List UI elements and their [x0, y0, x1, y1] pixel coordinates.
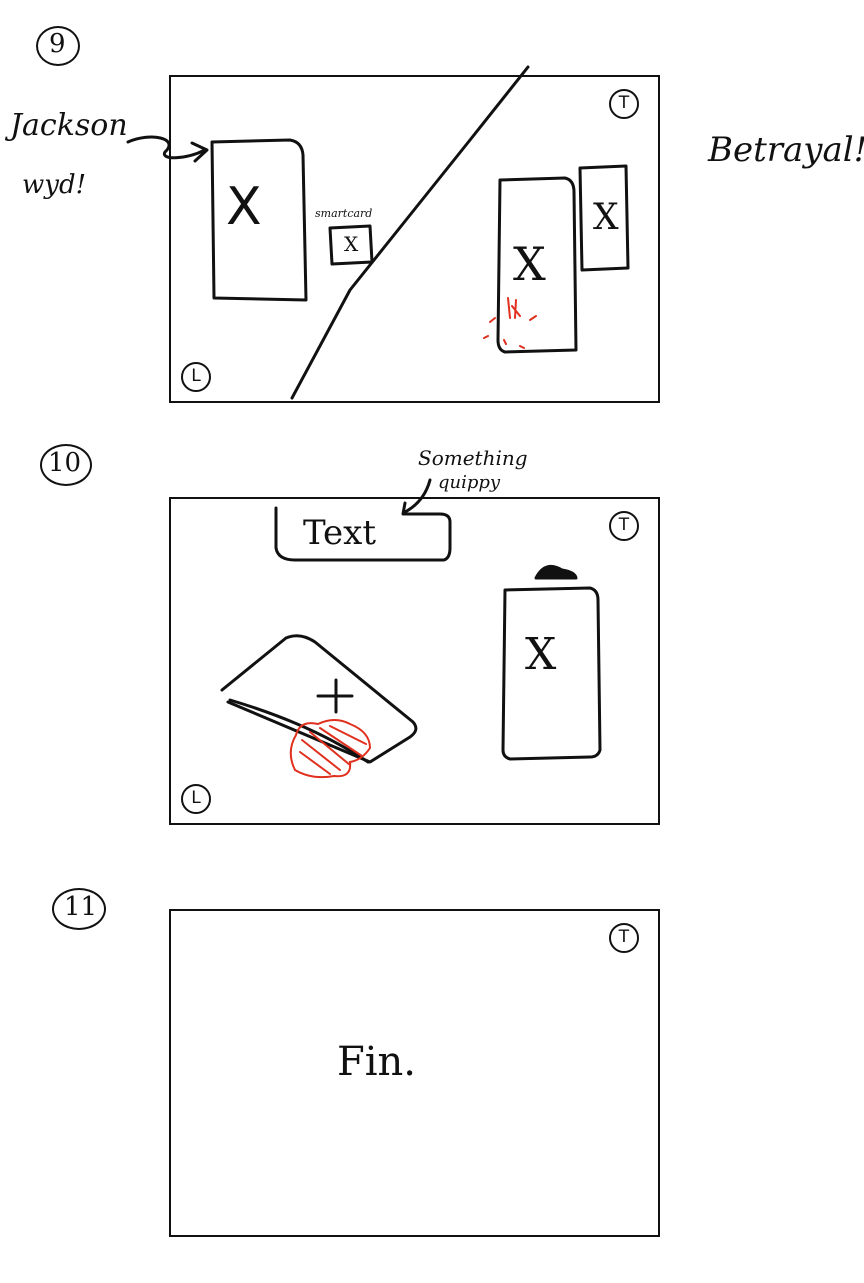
panel-9-small-mark: X — [344, 232, 359, 256]
panel-10-bump — [534, 564, 578, 580]
panel-10-text-box — [274, 506, 452, 562]
panel-11: T Fin. — [169, 909, 660, 1237]
panel-9-far-right-mark: X — [593, 197, 619, 238]
panel-9-diagonal-line — [290, 65, 530, 400]
panel-9-blood-splatter — [483, 297, 537, 349]
panel-10-blood-scribble — [289, 719, 372, 779]
panel-9-smartcard-label: smartcard — [315, 207, 373, 220]
panel-9-note-jackson: Jackson — [10, 108, 128, 143]
panel-9-smartcard — [328, 224, 374, 266]
panel-9-right-card-mark: X — [513, 237, 546, 291]
panel-10-slanted-card — [220, 634, 418, 764]
panel-9-corner-top-icon: T — [609, 89, 639, 119]
panel-11-corner-top-icon: T — [609, 923, 639, 953]
panel-11-number: 11 — [52, 888, 106, 930]
panel-10-number: 10 — [40, 444, 92, 486]
panel-9-number: 9 — [36, 26, 80, 66]
panel-9-jackson-arrow — [126, 135, 209, 163]
panel-10: T L Text X — [169, 497, 660, 825]
panel-9-left-card — [210, 138, 308, 302]
panel-9-note-betrayal: Betrayal! — [708, 130, 864, 170]
panel-9-right-card — [496, 176, 578, 354]
panel-10-knife-line — [228, 698, 370, 764]
panel-10-card-mark: X — [525, 629, 557, 680]
panel-10-annotation-arrow — [401, 478, 432, 516]
panel-9: T L smartcard X X X X — [169, 75, 660, 403]
panel-10-corner-top-icon: T — [609, 511, 639, 541]
panel-10-annotation-line2: quippy — [438, 472, 501, 493]
panel-10-right-card — [501, 586, 602, 761]
panel-9-corner-bottom-icon: L — [181, 362, 211, 392]
panel-10-card-plus — [316, 678, 354, 714]
panel-9-far-right-card — [578, 164, 630, 272]
panel-11-fin-text: Fin. — [337, 1039, 417, 1085]
panel-9-note-wyd: wyd! — [22, 170, 87, 200]
panel-9-card-mark: X — [226, 177, 262, 237]
panel-10-caption-text: Text — [303, 513, 376, 553]
panel-10-annotation-line1: Something — [418, 446, 528, 470]
panel-10-corner-bottom-icon: L — [181, 784, 211, 814]
